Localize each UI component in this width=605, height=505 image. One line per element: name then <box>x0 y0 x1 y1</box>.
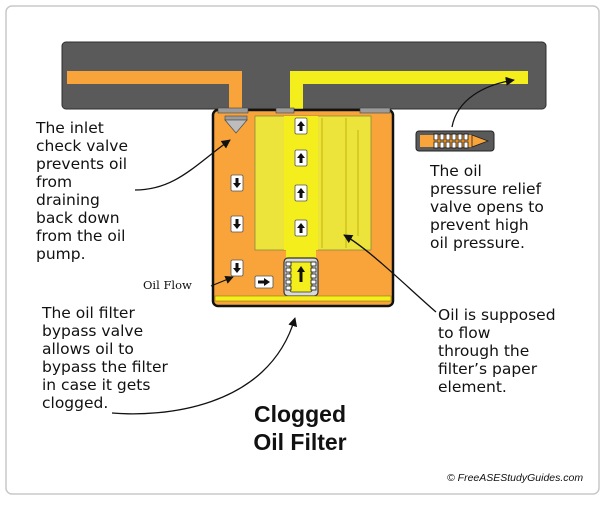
outlet-passage <box>290 71 303 117</box>
inlet-check-valve-note: The inlet check valve prevents oil from … <box>36 119 128 263</box>
up-arrow-icon <box>294 117 308 135</box>
paper-note-arrow <box>343 234 437 313</box>
down-arrow-icon <box>230 174 244 192</box>
up-arrow-icon <box>294 219 308 237</box>
diagram-title-line1: Clogged <box>254 401 346 427</box>
gasket-left <box>217 107 249 114</box>
down-arrow-icon <box>230 259 244 277</box>
spring-icon <box>283 257 319 297</box>
diagram-title-line2: Oil Filter <box>253 429 347 455</box>
relief-valve-icon <box>415 130 495 152</box>
inlet-passage <box>229 71 242 117</box>
base-plate <box>214 295 392 302</box>
relief-valve-note: The oil pressure relief valve opens to p… <box>430 162 544 252</box>
oil-flow-arrow <box>210 275 234 287</box>
credit-text: © FreeASEStudyGuides.com <box>447 472 584 484</box>
oil-flow-label: Oil Flow <box>143 278 192 292</box>
filtered-oil-passage <box>290 71 528 84</box>
check-valve-icon <box>224 115 248 134</box>
up-arrow-icon <box>294 184 308 202</box>
relief-note-arrow <box>451 76 515 128</box>
unfiltered-oil-passage <box>67 71 242 84</box>
down-arrow-icon <box>230 215 244 233</box>
bypass-valve-note: The oil filter bypass valve allows oil t… <box>42 304 168 412</box>
inlet-note-arrow <box>134 139 231 191</box>
paper-element-note: Oil is supposed to flow through the filt… <box>438 306 556 396</box>
gasket-right <box>359 107 391 114</box>
gasket-center <box>275 107 295 114</box>
bypass-note-arrow <box>111 317 298 415</box>
right-arrow-icon <box>254 275 274 289</box>
up-arrow-icon <box>294 149 308 167</box>
